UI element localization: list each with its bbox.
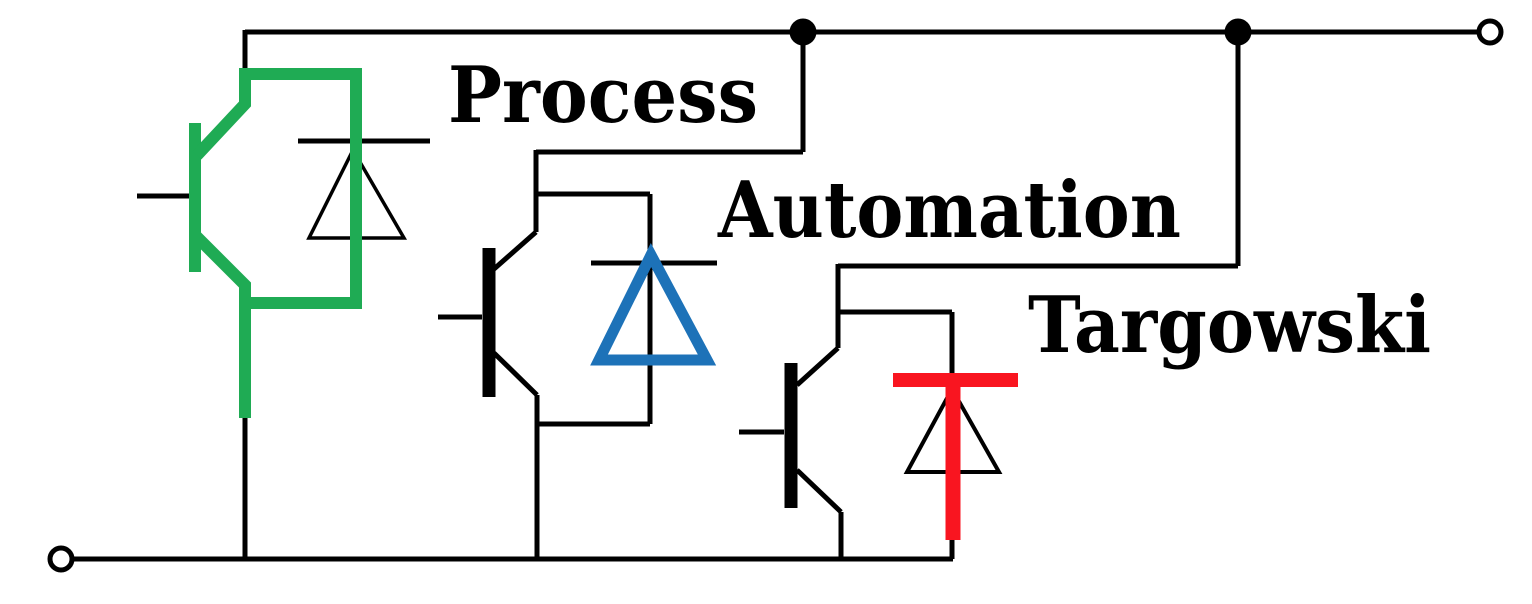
cell2-emitter-diagonal <box>492 351 539 397</box>
top-right-terminal-icon <box>1476 18 1504 46</box>
cell2-collector-diagonal <box>492 230 538 271</box>
cell3-emitter-diagonal <box>795 468 843 514</box>
green-igbt-collector-loop <box>192 68 362 309</box>
bottom-left-terminal-icon <box>47 545 75 573</box>
red-diode-t-icon <box>893 373 1018 540</box>
label-process: Process <box>448 50 758 141</box>
label-targowski: Targowski <box>1028 280 1431 371</box>
green-igbt-icon <box>189 68 362 418</box>
junction-dot-right <box>1224 18 1252 46</box>
junction-dot-left <box>789 18 817 46</box>
label-automation: Automation <box>717 165 1181 256</box>
green-igbt-emitter-path <box>192 232 251 418</box>
blue-triangle-icon <box>590 242 717 366</box>
cell3-collector-diagonal <box>795 346 840 387</box>
